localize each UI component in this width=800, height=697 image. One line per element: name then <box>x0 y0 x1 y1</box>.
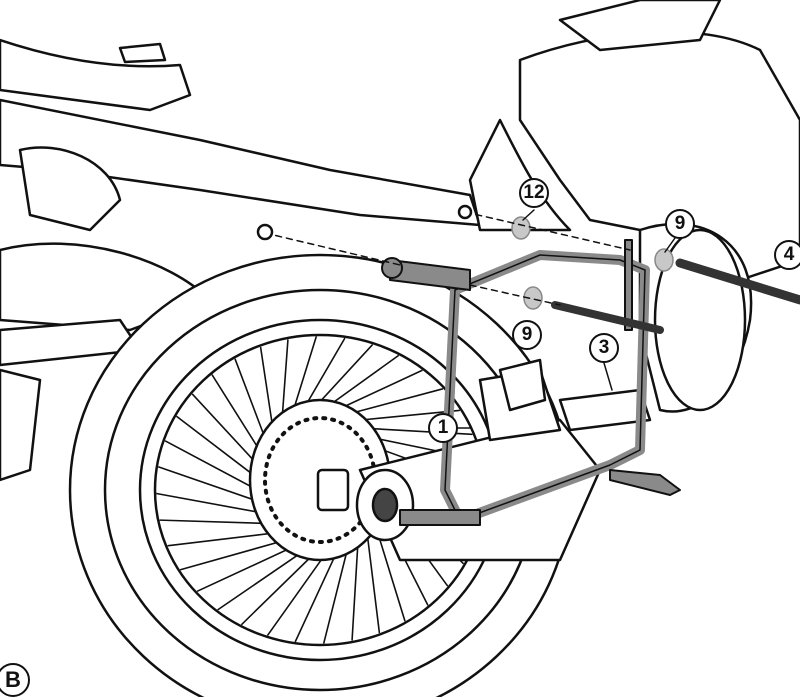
rear-wheel <box>68 253 572 697</box>
spoke <box>158 466 265 505</box>
spoke <box>196 543 301 592</box>
spoke <box>365 522 381 634</box>
callout-part-1: 1 <box>428 413 458 443</box>
callout-part-9-lower: 9 <box>512 320 542 350</box>
spoke <box>176 415 261 481</box>
spoke <box>156 492 269 515</box>
mount-point <box>457 204 473 220</box>
side-rack-frame <box>381 239 681 526</box>
spoke <box>191 393 262 469</box>
spoke <box>217 546 311 611</box>
callout-part-9-upper: 9 <box>665 209 695 239</box>
tail-section <box>0 38 482 482</box>
spoke <box>211 374 265 458</box>
spoke <box>167 531 283 547</box>
assembly-lines <box>264 211 631 306</box>
spoke <box>159 519 275 525</box>
spoke <box>241 547 321 626</box>
spoke <box>234 358 269 447</box>
callout-part-3: 3 <box>589 333 619 363</box>
spoke <box>294 543 342 643</box>
spoke <box>180 538 291 571</box>
bolts <box>551 258 800 334</box>
spoke <box>349 409 460 422</box>
spacers <box>511 216 674 310</box>
callout-part-4: 4 <box>774 240 800 270</box>
spoke <box>351 531 360 641</box>
spoke <box>164 440 262 493</box>
view-label-b: B <box>0 663 30 697</box>
callout-part-12: 12 <box>519 178 549 208</box>
leader-lines <box>457 209 676 429</box>
spoke <box>267 546 332 636</box>
spoke <box>323 538 351 644</box>
mount-point <box>256 223 274 241</box>
